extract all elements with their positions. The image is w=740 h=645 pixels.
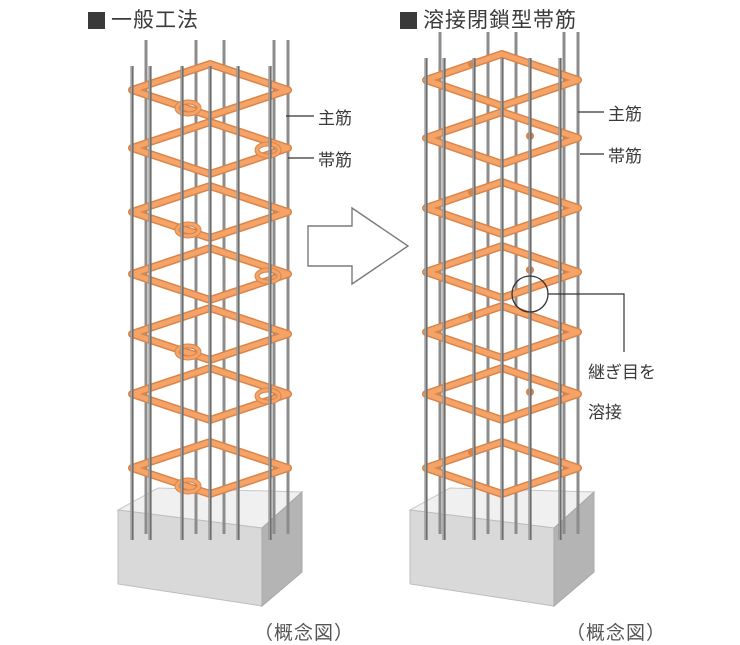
right-hoop-label: 帯筋	[608, 147, 642, 167]
left-caption: （概念図）	[254, 622, 355, 644]
right-title-text: 溶接閉鎖型帯筋	[423, 8, 577, 32]
left-column-general-method	[116, 40, 304, 608]
hoop-ring	[423, 303, 581, 361]
hoop-ring	[423, 365, 581, 423]
hoop-ring	[129, 183, 291, 241]
hoop-ring	[423, 109, 581, 167]
hoop-ring	[129, 61, 291, 119]
right-panel-title: 溶接閉鎖型帯筋	[400, 4, 577, 34]
right-caption: （概念図）	[566, 622, 667, 644]
hoop-hook-inner	[175, 478, 201, 494]
title-square-icon	[88, 12, 105, 29]
hoop-hook-inner	[255, 142, 281, 158]
right-column-welded-closed-hoop	[408, 32, 596, 608]
hoop-hook-inner	[175, 344, 201, 360]
arrow-shape	[307, 206, 410, 286]
hoop-ring	[129, 439, 291, 497]
hoop-ring	[129, 119, 291, 177]
left-hoop-label: 帯筋	[318, 151, 352, 171]
hoop-hook-inner	[175, 100, 201, 116]
hoop-ring	[423, 243, 581, 301]
hoop-hook-inner	[175, 222, 201, 238]
title-square-icon	[400, 12, 417, 29]
hoop-ring	[129, 305, 291, 363]
left-title-text: 一般工法	[111, 8, 199, 32]
transition-arrow	[307, 206, 410, 286]
hoop-ring	[423, 51, 581, 109]
hoop-hook-inner	[255, 268, 281, 284]
leader-lines	[286, 111, 625, 352]
right-main-bar-label: 主筋	[608, 105, 642, 125]
weld-label-line1: 継ぎ目を	[588, 363, 656, 383]
left-panel-title: 一般工法	[88, 4, 199, 34]
hoop-hook-inner	[255, 388, 281, 404]
hoop-ring	[423, 439, 581, 497]
hoop-ring	[129, 245, 291, 303]
weld-label-line2: 溶接	[588, 403, 622, 423]
left-main-bar-label: 主筋	[318, 109, 352, 129]
hoop-ring	[129, 365, 291, 423]
hoop-ring	[423, 179, 581, 237]
leader-weld	[548, 293, 625, 352]
